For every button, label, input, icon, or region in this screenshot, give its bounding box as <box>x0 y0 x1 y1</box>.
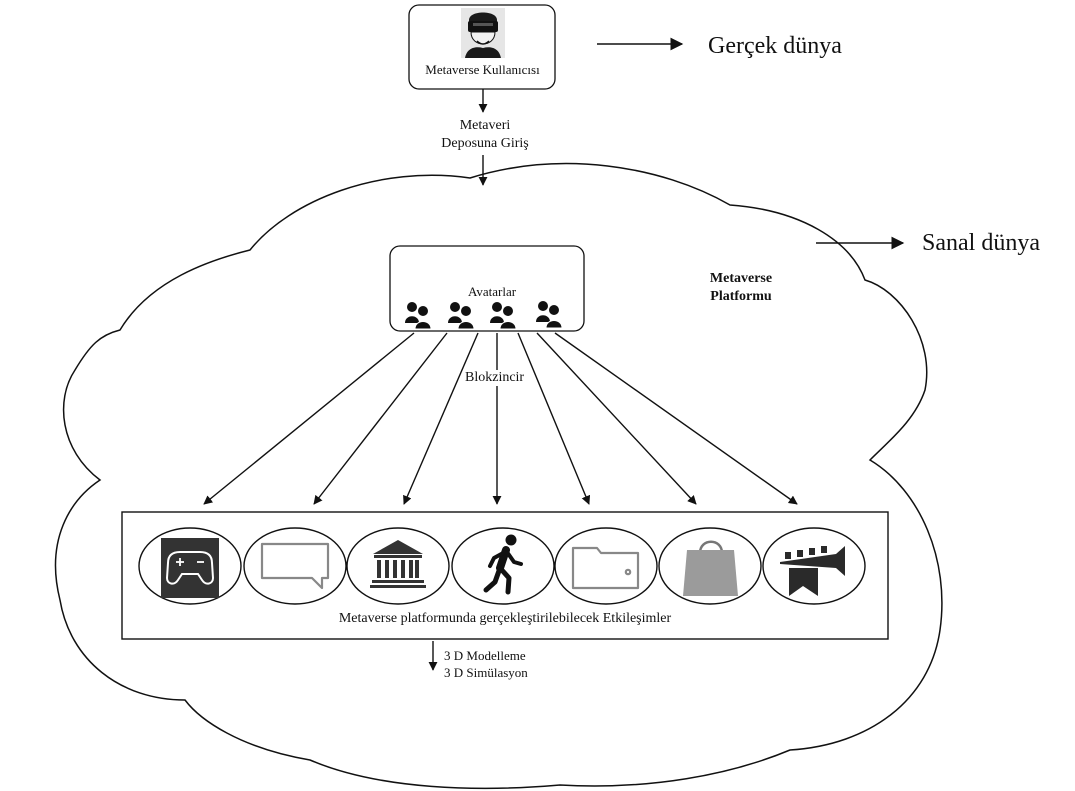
avatars-label: Avatarlar <box>467 284 517 299</box>
chat-bubble-icon <box>260 542 330 590</box>
repository-entry-label: Metaveri Deposuna Giriş <box>420 117 550 153</box>
arrow-to-chat <box>313 332 448 505</box>
arrow-to-gamepad <box>203 332 415 505</box>
walking-person-icon <box>483 534 523 595</box>
gamepad-icon <box>161 538 219 598</box>
blockchain-label: Blokzincir <box>464 370 526 386</box>
interactions-caption: Metaverse platformunda gerçekleştirilebi… <box>338 611 672 626</box>
modeling-label: 3 D Modelleme 3 D Simülasyon <box>444 647 528 681</box>
virtual-world-cloud <box>54 162 943 790</box>
arrow-to-wallet <box>517 332 591 505</box>
avatars-box <box>389 245 585 332</box>
platform-label: Metaverse Platformu <box>686 270 796 306</box>
virtual-world-label: Sanal dünya <box>922 230 1040 256</box>
arrow-to-bag <box>536 332 697 505</box>
arrow-to-token <box>554 332 798 505</box>
vr-headset-user-icon <box>461 8 505 58</box>
user-caption: Metaverse Kullanıcısı <box>425 62 540 77</box>
arrow-to-bank <box>403 332 479 505</box>
platform-line1: Metaverse <box>709 271 773 286</box>
shopping-bag-icon <box>683 540 738 596</box>
modeling-line1: 3 D Modelleme <box>444 648 526 663</box>
token-ribbon-icon <box>780 546 845 596</box>
repository-entry-line1: Metaveri <box>459 118 511 133</box>
bank-icon <box>370 540 426 588</box>
avatar-group-icon <box>405 301 563 330</box>
platform-line2: Platformu <box>710 289 772 304</box>
modeling-line2: 3 D Simülasyon <box>444 665 528 680</box>
real-world-label: Gerçek dünya <box>708 33 842 59</box>
repository-entry-line2: Deposuna Giriş <box>441 136 529 151</box>
wallet-icon <box>571 546 640 590</box>
